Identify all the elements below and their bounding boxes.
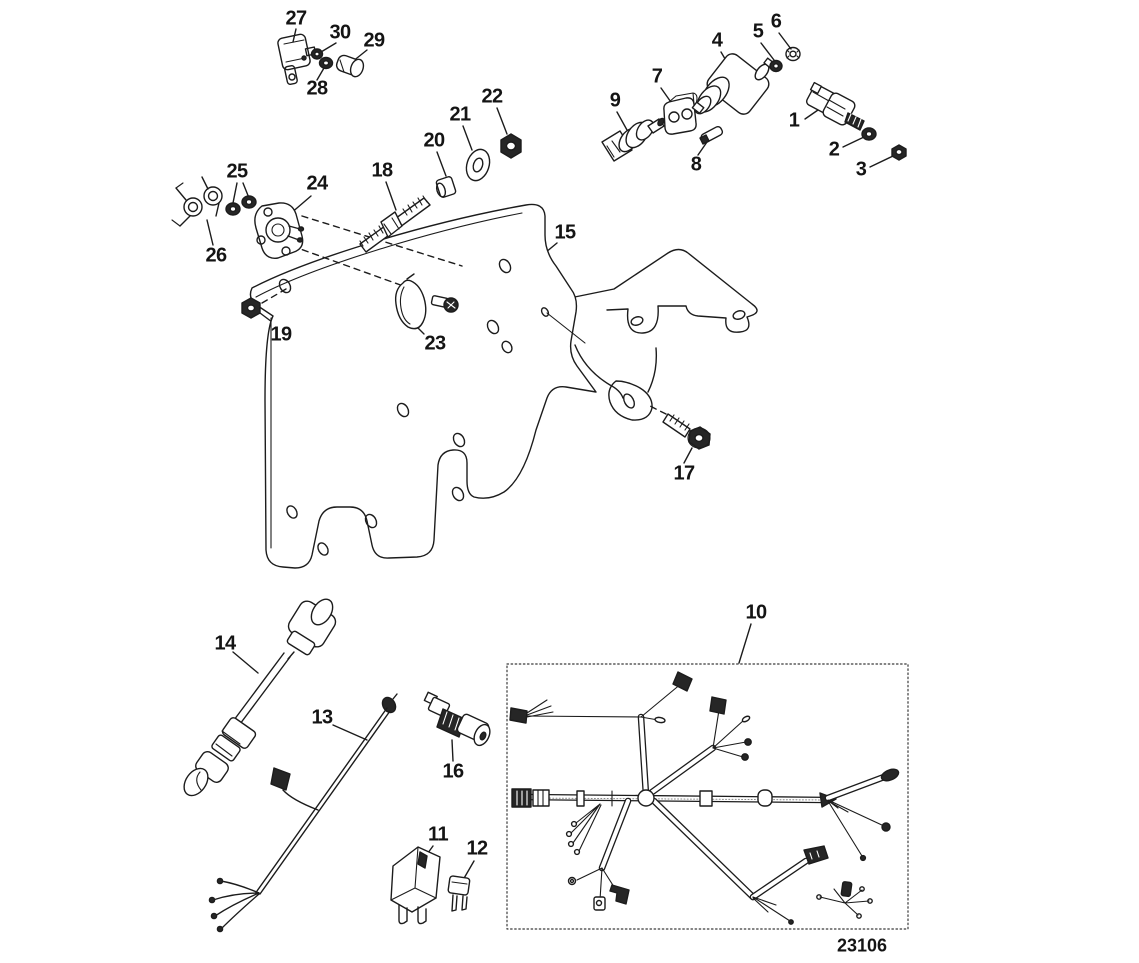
mounting-bracket-15 xyxy=(249,203,758,569)
callout-25: 25 xyxy=(226,160,248,183)
callout-12: 12 xyxy=(466,837,488,860)
callout-26: 26 xyxy=(205,244,227,267)
callout-22: 22 xyxy=(481,85,503,108)
pressure-switch-1 xyxy=(805,81,865,131)
clamp-23 xyxy=(394,273,459,335)
callout-27: 27 xyxy=(285,7,307,30)
callout-24: 24 xyxy=(306,172,328,195)
callout-9: 9 xyxy=(609,89,621,112)
callout-14: 14 xyxy=(214,632,236,655)
callout-4: 4 xyxy=(711,29,723,52)
harness-box-10 xyxy=(506,663,909,930)
callout-6: 6 xyxy=(770,10,782,33)
washer-2 xyxy=(861,127,877,141)
callout-16: 16 xyxy=(442,760,464,783)
callout-20: 20 xyxy=(423,129,445,152)
bushing-20 xyxy=(435,176,457,198)
nut-28 xyxy=(318,56,334,70)
stud-18 xyxy=(359,195,431,253)
sensor-16 xyxy=(423,691,491,747)
callout-28: 28 xyxy=(306,77,328,100)
switch-24 xyxy=(254,202,305,259)
washer-21 xyxy=(465,148,491,182)
callout-2: 2 xyxy=(828,138,840,161)
callout-29: 29 xyxy=(363,29,385,52)
pin-8 xyxy=(699,125,724,145)
nut-30 xyxy=(310,48,324,60)
ring-terminals-26 xyxy=(171,176,223,227)
callout-10: 10 xyxy=(745,601,767,624)
callout-1: 1 xyxy=(788,109,800,132)
callout-23: 23 xyxy=(424,332,446,355)
callout-15: 15 xyxy=(554,221,576,244)
assembly-dashed-lines xyxy=(261,215,667,415)
callout-3: 3 xyxy=(855,158,867,181)
callout-30: 30 xyxy=(329,21,351,44)
callout-18: 18 xyxy=(371,159,393,182)
relay-11 xyxy=(390,846,441,925)
callout-17: 17 xyxy=(673,462,695,485)
bolt-17 xyxy=(662,413,711,450)
temp-sensor-9 xyxy=(601,117,665,162)
callout-21: 21 xyxy=(449,103,471,126)
sensor-27 xyxy=(277,33,317,85)
lock-washer-5 xyxy=(769,59,783,73)
nut-6 xyxy=(785,46,801,62)
nut-22 xyxy=(500,133,522,159)
pressure-sender-4 xyxy=(691,53,776,115)
callout-13: 13 xyxy=(311,706,333,729)
cable-assembly-14 xyxy=(183,598,337,797)
nut-19 xyxy=(241,297,261,319)
callout-5: 5 xyxy=(752,20,764,43)
connector-block-7 xyxy=(663,92,698,135)
callout-11: 11 xyxy=(428,823,449,846)
nuts-25 xyxy=(225,195,257,216)
callout-19: 19 xyxy=(270,323,292,346)
mini-fuse-12 xyxy=(447,875,471,912)
drawing-number: 23106 xyxy=(836,935,888,956)
wire-lead-13 xyxy=(208,693,398,933)
callout-7: 7 xyxy=(651,65,663,88)
nut-3 xyxy=(891,144,907,161)
callout-8: 8 xyxy=(690,153,702,176)
plug-29 xyxy=(335,54,365,78)
